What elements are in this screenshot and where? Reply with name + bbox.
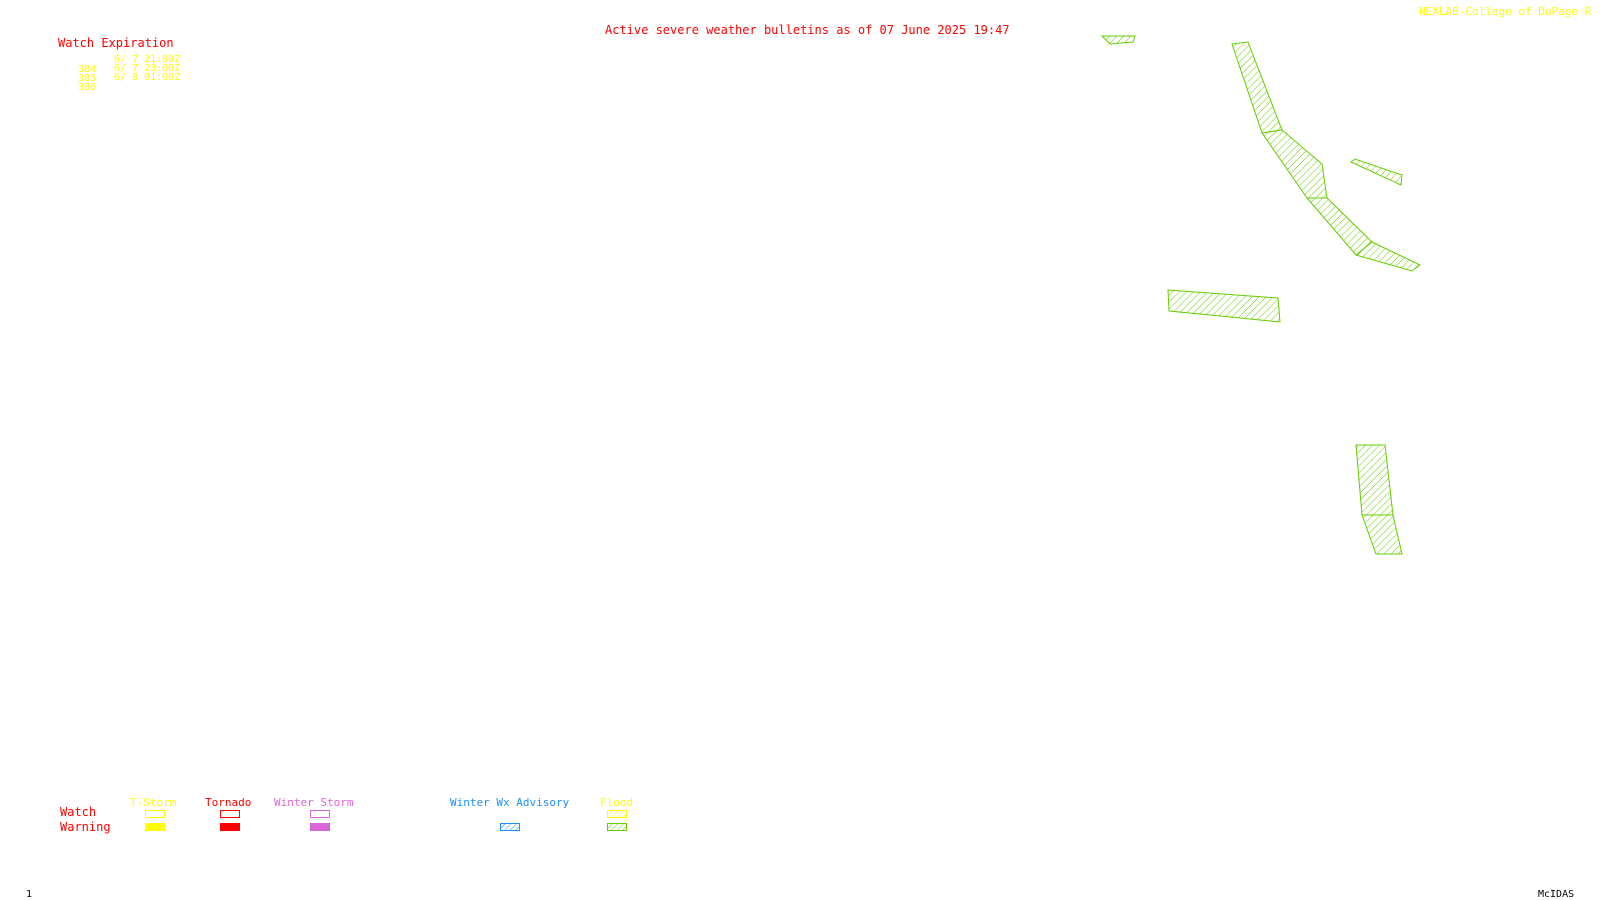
legend-flood-warning-swatch (607, 823, 627, 831)
legend-flood-label: Flood (600, 796, 634, 809)
software-label: McIDAS (1538, 889, 1575, 900)
watch-id: 385 (78, 73, 97, 84)
legend-watch-row-label: Watch (60, 805, 97, 819)
flood-warning-polygon-5 (1354, 241, 1421, 272)
legend-winter-wx-advisory-swatch (500, 823, 520, 831)
legend-winter-storm-label: Winter Storm (274, 796, 354, 809)
flood-warning-polygon-8 (1355, 444, 1394, 516)
flood-warning-polygon-3 (1261, 129, 1328, 199)
watch-expiration-row: 385 6/ 7 23:00Z (66, 64, 180, 94)
legend-flood-watch-swatch (607, 810, 627, 818)
flood-warning-polygon-9 (1361, 514, 1403, 555)
flood-warning-polygon-6 (1350, 158, 1403, 186)
legend-tstorm-watch-swatch (145, 810, 165, 818)
watch-expiration-time: 6/ 7 21:00Z (114, 54, 181, 65)
legend-tstorm-warning-swatch (145, 823, 165, 831)
watch-expiration-row: 386 6/ 8 01:00Z (66, 73, 180, 103)
legend-tstorm-label: T-Storm (130, 796, 177, 809)
flood-warning-polygon-4 (1305, 197, 1373, 256)
nexlab-credit: NEXLAB-College of DuPage R (1419, 5, 1592, 18)
flood-warning-polygon-2 (1231, 41, 1283, 134)
bulletin-title: Active severe weather bulletins as of 07… (605, 23, 1010, 37)
legend-tornado-warning-swatch (220, 823, 240, 831)
watch-id: 386 (78, 82, 97, 93)
watch-expiration-row: 384 6/ 7 21:00Z (66, 55, 180, 85)
watch-expiration-time: 6/ 7 23:00Z (114, 63, 181, 74)
watch-id: 384 (78, 64, 97, 75)
flood-warning-polygon-1 (1100, 35, 1136, 45)
flood-warning-polygon-7 (1167, 289, 1281, 323)
legend-winter-storm-watch-swatch (310, 810, 330, 818)
legend-winter-storm-warning-swatch (310, 823, 330, 831)
watch-expiration-time: 6/ 8 01:00Z (114, 72, 181, 83)
legend-tornado-label: Tornado (205, 796, 252, 809)
legend-warning-row-label: Warning (60, 820, 111, 834)
legend-tornado-watch-swatch (220, 810, 240, 818)
legend-winter-wx-advisory-label: Winter Wx Advisory (450, 796, 570, 809)
watch-expiration-header: Watch Expiration (58, 36, 174, 50)
frame-number: 1 (26, 889, 33, 900)
